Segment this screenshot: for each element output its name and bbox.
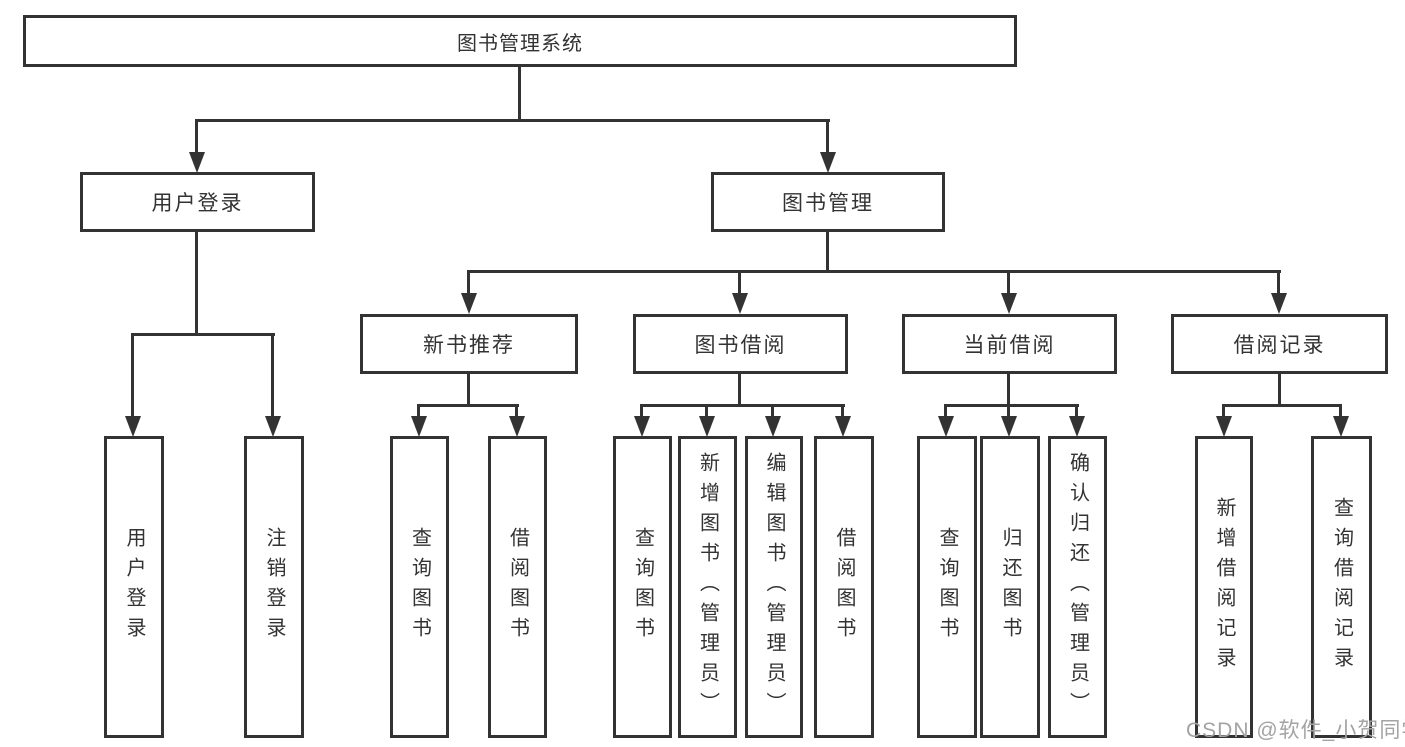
arrowhead-bb-edit [765,416,781,437]
connector-rec-trunk [467,372,470,406]
leaf-cb-query-book: 查询图书 [917,436,977,738]
arrowhead-rec-query [411,416,427,437]
leaf-cb-return-book: 归还图书 [980,436,1040,738]
node-user-login: 用户登录 [80,172,315,232]
arrowhead-leaf-user-login [125,416,141,437]
connector-level3-bar [467,270,1281,273]
connector-drop-cb-return [1007,404,1010,419]
arrowhead-book-borrow [732,293,748,314]
connector-drop-bb-edit [771,404,774,419]
connector-drop-book-borrow [738,270,741,296]
connector-book-mgmt-trunk [826,230,829,272]
arrowhead-book-mgmt [820,152,836,173]
arrowhead-user-login [189,152,205,173]
arrowhead-borrow-record [1271,293,1287,314]
arrowhead-bb-add [699,416,715,437]
connector-drop-bb-query [640,404,643,419]
connector-cb-bar [944,404,1079,407]
connector-drop-user-login [195,119,198,154]
watermark-text: CSDN @软件_小贺同学 [1186,719,1405,742]
connector-drop-current-borrow [1007,270,1010,296]
connector-drop-br-query [1339,404,1342,419]
leaf-bb-edit-book: 编辑图书（管理员） [745,436,803,738]
leaf-logout: 注销登录 [244,436,304,738]
leaf-rec-borrow-book: 借阅图书 [488,436,547,738]
connector-drop-cb-query [944,404,947,419]
leaf-rec-query-book: 查询图书 [390,436,449,738]
connector-bb-bar [640,404,845,407]
node-root-system: 图书管理系统 [23,15,1017,67]
leaf-bb-borrow-book: 借阅图书 [814,436,874,738]
leaf-bb-add-book: 新增图书（管理员） [678,436,737,738]
arrowhead-rec-borrow [509,416,525,437]
arrowhead-cb-confirm [1069,416,1085,437]
connector-br-trunk [1278,372,1281,406]
connector-drop-cb-confirm [1075,404,1078,419]
leaf-cb-confirm-return: 确认归还（管理员） [1048,436,1107,738]
connector-drop-leaf-user-login [131,333,134,418]
leaf-br-query-record: 查询借阅记录 [1311,436,1372,738]
connector-user-login-trunk [195,230,198,336]
connector-drop-br-add [1222,404,1225,419]
arrowhead-leaf-logout [265,416,281,437]
leaf-br-add-record: 新增借阅记录 [1195,436,1253,738]
connector-drop-rec-query [417,404,420,419]
leaf-user-login: 用户登录 [104,436,164,738]
node-book-borrow: 图书借阅 [633,314,848,374]
connector-drop-new-book-rec [467,270,470,296]
connector-user-login-bar [131,333,275,336]
leaf-bb-query-book: 查询图书 [613,436,672,738]
node-new-book-rec: 新书推荐 [360,314,578,374]
node-borrow-record: 借阅记录 [1171,314,1388,374]
arrowhead-current-borrow [1001,293,1017,314]
arrowhead-cb-query [938,416,954,437]
connector-br-bar [1222,404,1342,407]
arrowhead-new-book-rec [461,293,477,314]
connector-drop-bb-add [705,404,708,419]
arrowhead-br-add [1216,416,1232,437]
connector-drop-leaf-logout [271,333,274,418]
connector-level2-bar [195,119,830,122]
arrowhead-bb-query [634,416,650,437]
connector-root-trunk [518,65,521,122]
connector-drop-borrow-record [1277,270,1280,296]
connector-bb-trunk [738,372,741,406]
connector-drop-rec-borrow [515,404,518,419]
connector-drop-bb-borrow [841,404,844,419]
node-book-mgmt: 图书管理 [711,172,945,232]
connector-rec-bar [417,404,519,407]
arrowhead-bb-borrow [835,416,851,437]
connector-drop-book-mgmt [826,119,829,154]
connector-cb-trunk [1007,372,1010,406]
arrowhead-cb-return [1001,416,1017,437]
arrowhead-br-query [1333,416,1349,437]
node-current-borrow: 当前借阅 [902,314,1117,374]
